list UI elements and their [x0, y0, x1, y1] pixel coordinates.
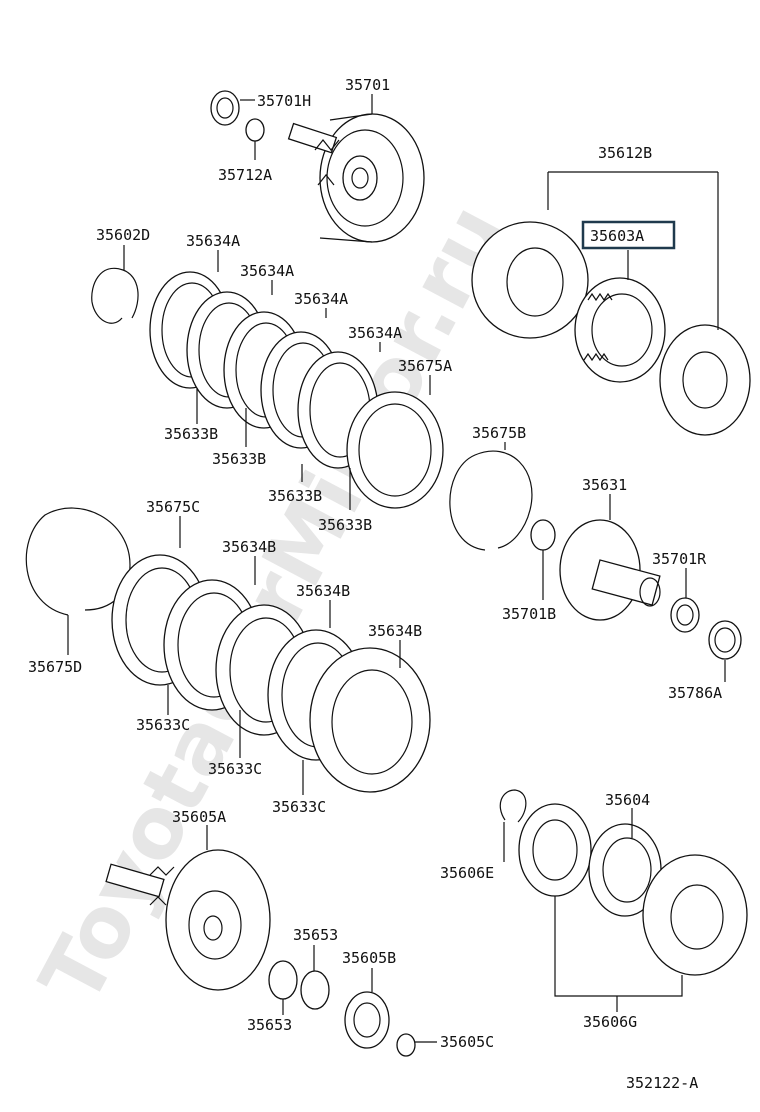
label-35701[interactable]: 35701: [345, 76, 390, 94]
label-35606E[interactable]: 35606E: [440, 864, 494, 882]
part-35653-ring-b[interactable]: [300, 970, 330, 1010]
label-35701R[interactable]: 35701R: [652, 550, 707, 568]
part-35612B-housing[interactable]: [471, 221, 589, 339]
part-35605C-bushing[interactable]: [396, 1033, 416, 1057]
highlight-35603A: [581, 220, 676, 250]
part-35605A-drum[interactable]: [105, 849, 271, 991]
part-labels: 35701 35701H 35712A 35612B 35603A 35602D…: [28, 76, 722, 1092]
part-35712A-ring[interactable]: [245, 118, 265, 142]
label-35653-1[interactable]: 35653: [293, 926, 338, 944]
label-35633C-3[interactable]: 35633C: [272, 798, 326, 816]
label-35633B-2[interactable]: 35633B: [212, 450, 266, 468]
label-35633C-2[interactable]: 35633C: [208, 760, 262, 778]
label-35634B-3[interactable]: 35634B: [368, 622, 422, 640]
label-35653-2[interactable]: 35653: [247, 1016, 292, 1034]
part-35631-hub[interactable]: [559, 519, 661, 621]
diagram-code: 352122-A: [626, 1074, 698, 1092]
label-35605A[interactable]: 35605A: [172, 808, 226, 826]
part-35701H-washer[interactable]: [210, 90, 240, 126]
part-35701B-washer[interactable]: [530, 519, 556, 551]
label-35633B-1[interactable]: 35633B: [164, 425, 218, 443]
part-35701R-washer[interactable]: [670, 597, 700, 633]
part-35786A-washer[interactable]: [708, 620, 742, 660]
part-35603A-one-way-clutch[interactable]: [574, 277, 666, 383]
label-35612B[interactable]: 35612B: [598, 144, 652, 162]
part-35606G-drum[interactable]: [642, 854, 748, 976]
label-35605C[interactable]: 35605C: [440, 1033, 494, 1051]
label-35701B[interactable]: 35701B: [502, 605, 556, 623]
label-35701H[interactable]: 35701H: [257, 92, 311, 110]
label-35633B-3[interactable]: 35633B: [268, 487, 322, 505]
label-35634B-1[interactable]: 35634B: [222, 538, 276, 556]
label-35634A-1[interactable]: 35634A: [186, 232, 240, 250]
leader-lines: [67, 94, 726, 1043]
clutch-stack-a[interactable]: [149, 271, 379, 469]
label-35634A-2[interactable]: 35634A: [240, 262, 294, 280]
label-35712A[interactable]: 35712A: [218, 166, 272, 184]
label-35631[interactable]: 35631: [582, 476, 627, 494]
part-35606E-snap-ring[interactable]: [499, 789, 527, 823]
part-35606G-gear[interactable]: [518, 803, 592, 897]
label-35675B[interactable]: 35675B: [472, 424, 526, 442]
label-35605B[interactable]: 35605B: [342, 949, 396, 967]
label-35633C-1[interactable]: 35633C: [136, 716, 190, 734]
part-35653-ring-a[interactable]: [268, 960, 298, 1000]
label-35675D[interactable]: 35675D: [28, 658, 82, 676]
part-35602D-snap-ring[interactable]: [91, 267, 139, 324]
label-35633B-4[interactable]: 35633B: [318, 516, 372, 534]
part-35605B-bearing[interactable]: [344, 991, 390, 1049]
label-35675C[interactable]: 35675C: [146, 498, 200, 516]
label-35675A[interactable]: 35675A: [398, 357, 452, 375]
part-35612B-race[interactable]: [659, 324, 751, 436]
clutch-stack-c[interactable]: [111, 554, 431, 793]
label-35634A-3[interactable]: 35634A: [294, 290, 348, 308]
label-35786A[interactable]: 35786A: [668, 684, 722, 702]
label-35602D[interactable]: 35602D: [96, 226, 150, 244]
part-35675B-snap-ring[interactable]: [449, 450, 533, 551]
part-35604-plate[interactable]: [588, 823, 662, 917]
label-35606G[interactable]: 35606G: [583, 1013, 637, 1031]
part-35701-drum[interactable]: [287, 113, 425, 243]
label-35634A-4[interactable]: 35634A: [348, 324, 402, 342]
label-35603A[interactable]: 35603A: [590, 227, 644, 245]
part-35675A-ring[interactable]: [346, 391, 444, 509]
label-35604[interactable]: 35604: [605, 791, 650, 809]
label-35634B-2[interactable]: 35634B: [296, 582, 350, 600]
